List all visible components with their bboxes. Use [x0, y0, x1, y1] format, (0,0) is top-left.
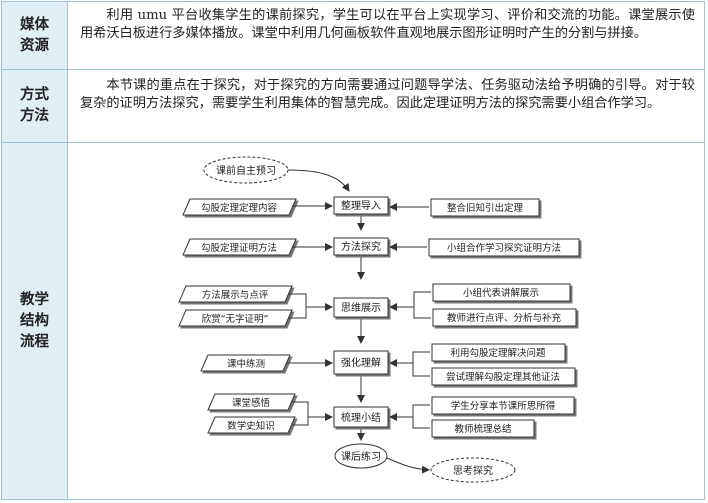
left-bracket: [292, 401, 332, 426]
left-input-label: 勾股定理定理内容: [201, 202, 278, 214]
row-label-method: 方式方法: [2, 70, 68, 142]
left-input-label: 课堂感悟: [232, 397, 271, 409]
right-output-label: 尝试理解勾股定理其他证法: [446, 371, 560, 383]
step-label: 梳理小结: [341, 411, 381, 424]
right-output-label: 教师梳理总结: [454, 423, 511, 435]
left-input-label: 数学史知识: [227, 420, 275, 432]
left-input: 勾股定理证明方法: [182, 238, 297, 256]
right-output-label: 整合旧知引出定理: [447, 202, 524, 214]
right-bracket: [390, 351, 430, 377]
left-input: 勾股定理定理内容: [182, 198, 297, 216]
step-label: 思维展示: [341, 301, 381, 314]
row-text-media: 利用 umu 平台收集学生的课前探究，学生可以在平台上实现学习、评价和交流的功能…: [80, 8, 695, 41]
right-output: 教师梳理总结: [431, 419, 535, 438]
left-input-label: 欣赏“无字证明”: [202, 313, 269, 325]
right-output: 整合旧知引出定理: [430, 198, 540, 217]
left-input: 欣赏“无字证明”: [178, 309, 293, 327]
start-label: 课前自主预习: [216, 164, 276, 177]
right-output: 小组代表讲解展示: [432, 283, 571, 302]
right-output-label: 利用勾股定理解决问题: [450, 347, 546, 359]
start-arrow: [287, 169, 350, 192]
left-bracket: [288, 293, 332, 319]
table-row-media: 媒体资源 利用 umu 平台收集学生的课前探究，学生可以在平台上实现学习、评价和…: [2, 2, 704, 70]
right-output-label: 小组合作学习探究证明方法: [447, 242, 561, 254]
table-row-method: 方式方法 本节课的重点在于探究，对于探究的方向需要通过问题导学法、任务驱动法给予…: [2, 70, 704, 143]
step-box: 强化理解: [333, 350, 389, 375]
end-oval: [334, 443, 388, 469]
left-input: 课堂感悟: [207, 393, 296, 411]
extension-arrow: [386, 457, 430, 474]
step-label: 整理导入: [341, 199, 381, 212]
row-label-method-text: 方式方法: [20, 87, 49, 124]
table-row-flow: 教学结构流程 课前自主预习: [2, 143, 704, 499]
left-input: 数学史知识: [207, 416, 296, 434]
right-output-label: 小组代表讲解展示: [463, 287, 539, 299]
right-output: 学生分享本节课所思所得: [431, 396, 575, 415]
end-label: 课后练习: [341, 450, 381, 463]
left-input-label: 勾股定理证明方法: [201, 242, 277, 254]
right-output: 利用勾股定理解决问题: [431, 343, 566, 362]
extension-oval: [430, 457, 516, 483]
right-output-label: 学生分享本节课所思所得: [451, 400, 556, 412]
step-box: 方法探究: [333, 237, 389, 256]
row-label-flow: 教学结构流程: [2, 143, 68, 499]
flowchart-area: 课前自主预习 整理导入 方法探究: [68, 143, 704, 499]
step-box: 整理导入: [333, 196, 389, 215]
row-text-method: 本节课的重点在于探究，对于探究的方向需要通过问题导学法、任务驱动法给予明确的引导…: [80, 78, 695, 111]
row-label-media: 媒体资源: [2, 2, 68, 69]
right-output: 小组合作学习探究证明方法: [428, 238, 580, 257]
left-input: 课中练测: [200, 354, 291, 372]
step-box: 思维展示: [333, 297, 389, 318]
row-label-media-text: 媒体资源: [20, 16, 49, 54]
row-label-flow-text: 教学结构流程: [20, 291, 49, 350]
step-label: 方法探究: [341, 240, 381, 253]
step-box: 梳理小结: [333, 406, 389, 428]
step-label: 强化理解: [341, 356, 381, 369]
left-input: 方法展示与点评: [178, 285, 293, 303]
right-output: 教师进行点评、分析与补充: [432, 308, 577, 327]
extension-label: 思考探究: [453, 464, 493, 477]
right-bracket: [390, 404, 430, 429]
teaching-flowchart: 课前自主预习 整理导入 方法探究: [178, 156, 580, 483]
right-bracket: [390, 291, 431, 319]
left-input-label: 课中练测: [227, 358, 265, 370]
left-input-label: 方法展示与点评: [202, 289, 269, 301]
right-output-label: 教师进行点评、分析与补充: [447, 312, 562, 324]
right-output: 尝试理解勾股定理其他证法: [431, 367, 576, 386]
